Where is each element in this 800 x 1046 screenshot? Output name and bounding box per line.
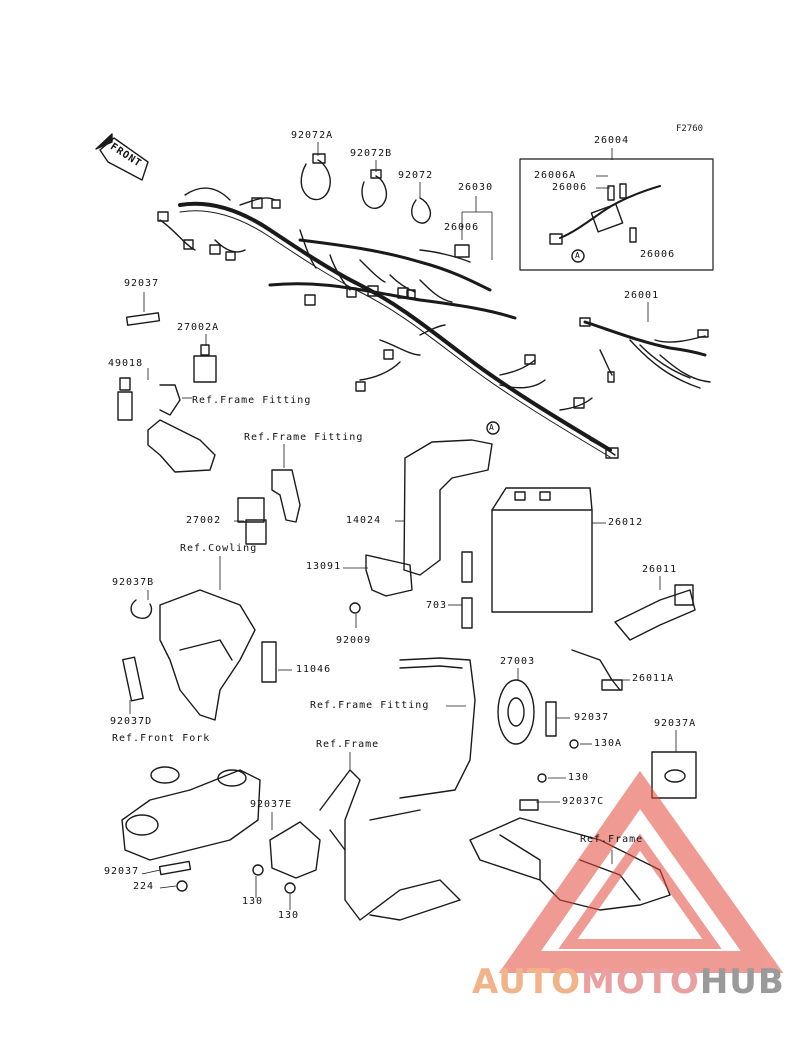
part-label: Ref.Frame [580,834,644,845]
part-label: 27002A [177,322,220,333]
part-label: 92037 [124,278,160,289]
part-label: 224 [133,881,155,892]
part-label: Ref.Frame Fitting [310,700,430,711]
part-label: 14024 [346,515,382,526]
part-label: Ref.Frame Fitting [244,432,364,443]
part-label: 26004 [594,135,630,146]
part-label: 26030 [458,182,494,193]
part-label: 26006A [534,170,577,181]
main-harness [157,187,619,459]
watermark-text: AUTOMOTOHUB [472,962,785,1002]
part-label: 92037D [110,716,153,727]
part-label: Ref.Frame Fitting [192,395,312,406]
part-label: 130 [242,896,264,907]
part-label: 27003 [500,656,536,667]
part-label: Ref.Frame [316,739,380,750]
part-label: 26012 [608,517,644,528]
part-label: 92072B [350,148,393,159]
part-label: 26001 [624,290,660,301]
figure-id: F2760 [676,124,704,134]
part-label: Ref.Front Fork [112,733,211,744]
part-label: 130A [594,738,623,749]
part-label: 26006 [444,222,480,233]
part-label: 49018 [108,358,144,369]
callout-marker-a: A [489,423,494,432]
part-label: 703 [426,600,448,611]
part-label: 11046 [296,664,332,675]
part-label: 13091 [306,561,342,572]
part-label: 26011 [642,564,678,575]
watermark-part-2: MOTO [580,962,700,1002]
part-label: 27002 [186,515,222,526]
part-label: 26006 [640,249,676,260]
watermark-part-1: AUTO [472,962,581,1002]
part-label: 92037E [250,799,293,810]
part-label: 92072A [291,130,334,141]
part-label: 26006 [552,182,588,193]
part-label: 92037 [104,866,140,877]
part-label: 92037 [574,712,610,723]
part-label: 130 [568,772,590,783]
part-label: 26011A [632,673,675,684]
callout-marker-a-2: A [575,251,580,260]
part-label: Ref.Cowling [180,543,258,554]
part-label: 92037A [654,718,697,729]
part-label: 92009 [336,635,372,646]
watermark-part-3: HUB [699,962,785,1002]
part-label: 130 [278,910,300,921]
part-label: 92037C [562,796,605,807]
part-label: 92037B [112,577,155,588]
front-arrow-icon [95,133,149,181]
watermark-logo-icon [498,770,784,973]
part-label: 92072 [398,170,434,181]
